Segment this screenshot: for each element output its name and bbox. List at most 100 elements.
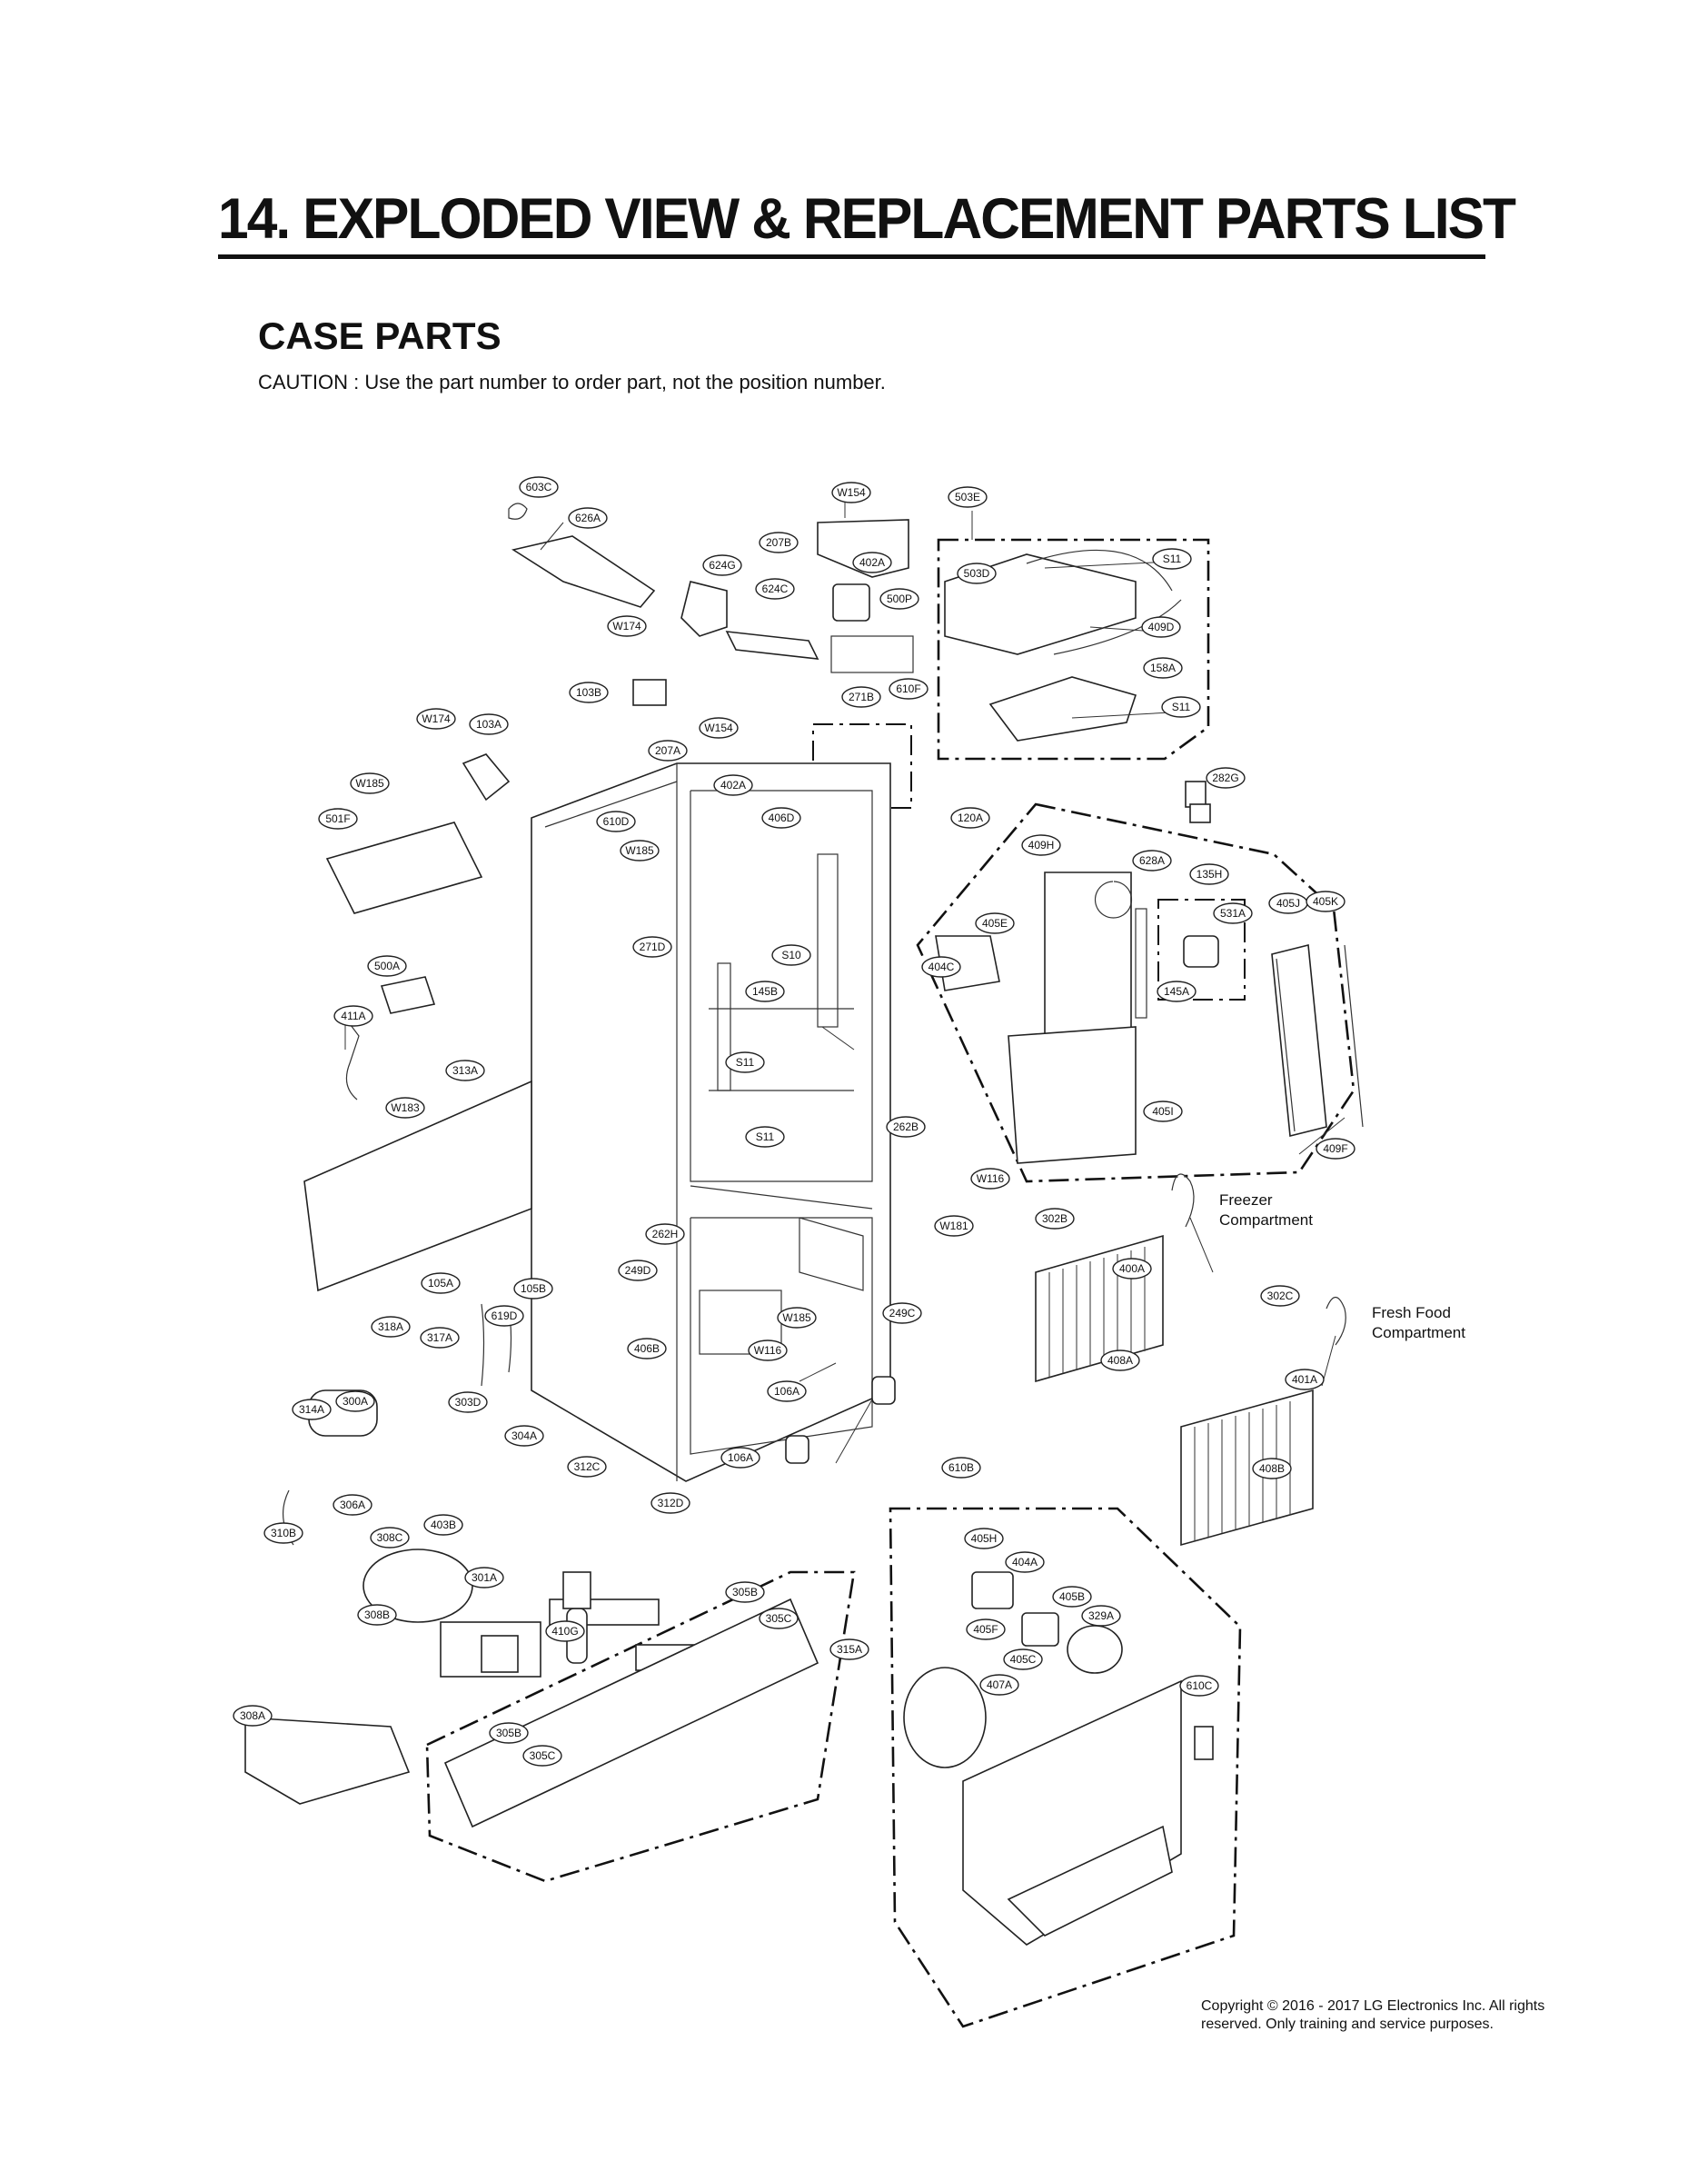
part-callout-500a: 500A: [367, 955, 407, 977]
callout-layer: 603C626AW154207B402A624G624C500PW174103B…: [233, 476, 1355, 1767]
part-callout-label: 315A: [837, 1643, 862, 1656]
part-callout-label: 531A: [1220, 907, 1246, 920]
part-callout-w154: W154: [699, 717, 739, 739]
part-callout-label: W185: [355, 777, 384, 790]
refrigerator-cabinet: [531, 762, 891, 1482]
part-callout-318a: 318A: [371, 1316, 411, 1338]
part-callout-207a: 207A: [648, 740, 688, 762]
part-callout-label: W174: [612, 620, 641, 632]
part-callout-label: W183: [391, 1101, 420, 1114]
part-callout-w181: W181: [934, 1215, 974, 1237]
part-callout-label: 271B: [849, 691, 874, 703]
part-callout-label: 262B: [893, 1120, 919, 1133]
part-callout-406b: 406B: [627, 1338, 667, 1359]
part-callout-s11: S11: [745, 1126, 785, 1148]
part-callout-label: 312D: [658, 1497, 684, 1509]
caution-note: CAUTION : Use the part number to order p…: [258, 371, 886, 393]
part-callout-610f: 610F: [889, 678, 928, 700]
part-callout-label: 271D: [640, 941, 666, 953]
part-callout-label: 308A: [240, 1709, 265, 1722]
part-callout-label: 145B: [752, 985, 778, 998]
part-callout-label: 409H: [1028, 839, 1055, 851]
part-callout-103a: 103A: [469, 713, 509, 735]
part-callout-317a: 317A: [420, 1327, 460, 1349]
part-callout-501f: 501F: [318, 808, 358, 830]
part-callout-label: 158A: [1150, 662, 1176, 674]
part-callout-409d: 409D: [1141, 616, 1181, 638]
part-callout-271b: 271B: [841, 686, 881, 708]
part-callout-label: 500P: [887, 593, 912, 605]
leader-lines: [344, 495, 1346, 1464]
part-callout-label: 411A: [341, 1010, 365, 1022]
part-callout-312c: 312C: [567, 1456, 607, 1478]
part-callout-145b: 145B: [745, 981, 785, 1002]
part-callout-label: 103B: [576, 686, 601, 699]
part-callout-label: 105B: [521, 1282, 546, 1295]
part-callout-s10: S10: [771, 944, 811, 966]
part-callout-304a: 304A: [504, 1425, 544, 1447]
part-callout-402a: 402A: [852, 552, 892, 573]
part-callout-label: W181: [939, 1220, 968, 1232]
part-callout-label: S11: [1163, 553, 1182, 565]
part-callout-label: 400A: [1119, 1262, 1145, 1275]
part-callout-label: 304A: [511, 1429, 537, 1442]
part-callout-label: 302C: [1267, 1290, 1294, 1302]
part-callout-w174: W174: [416, 708, 456, 730]
part-callout-label: 106A: [728, 1451, 753, 1464]
part-callout-label: 329A: [1088, 1609, 1114, 1622]
part-callout-302c: 302C: [1260, 1285, 1300, 1307]
part-callout-label: 135H: [1197, 868, 1223, 881]
part-callout-249c: 249C: [882, 1302, 922, 1324]
part-callout-303d: 303D: [448, 1391, 488, 1413]
part-callout-label: 405H: [971, 1532, 998, 1545]
part-callout-label: 408B: [1259, 1462, 1285, 1475]
part-callout-w116: W116: [748, 1339, 788, 1361]
part-callout-label: 300A: [343, 1395, 368, 1408]
part-callout-619d: 619D: [484, 1305, 524, 1327]
part-callout-610b: 610B: [941, 1457, 981, 1479]
part-callout-406d: 406D: [761, 807, 801, 829]
part-callout-531a: 531A: [1213, 902, 1253, 924]
part-callout-610d: 610D: [596, 811, 636, 832]
part-callout-405i: 405I: [1143, 1100, 1183, 1122]
part-callout-w185: W185: [350, 772, 390, 794]
compartment-labels: Freezer Compartment Fresh Food Compartme…: [1219, 1191, 1465, 1341]
part-callout-label: 624C: [762, 583, 789, 595]
part-callout-label: 407A: [987, 1678, 1012, 1691]
part-callout-w185: W185: [620, 840, 660, 861]
group-boundary-freezer-duct: [916, 802, 1355, 1183]
part-callout-label: 405B: [1059, 1590, 1085, 1603]
title-underline: [218, 254, 1485, 259]
part-callout-624g: 624G: [702, 554, 742, 576]
right-duct-parts: [935, 781, 1364, 1164]
part-callout-408b: 408B: [1252, 1458, 1292, 1479]
part-callout-label: 262H: [652, 1228, 679, 1240]
part-callout-305c: 305C: [759, 1608, 799, 1629]
part-callout-282g: 282G: [1206, 767, 1246, 789]
part-callout-label: S10: [781, 949, 801, 961]
part-callout-262h: 262H: [645, 1223, 685, 1245]
part-callout-label: 409D: [1148, 621, 1175, 633]
part-callout-404a: 404A: [1005, 1551, 1045, 1573]
part-callout-603c: 603C: [519, 476, 559, 498]
part-callout-628a: 628A: [1132, 850, 1172, 871]
part-callout-label: 404C: [928, 961, 955, 973]
part-callout-label: 402A: [720, 779, 746, 792]
freezer-compartment-label-line1: Freezer: [1219, 1191, 1273, 1209]
group-boundary-dispenser-sub: [1157, 899, 1246, 1001]
part-callout-329a: 329A: [1081, 1605, 1121, 1627]
part-callout-label: 406D: [769, 812, 795, 824]
part-callout-label: W154: [837, 486, 866, 499]
part-callout-label: 403B: [431, 1519, 456, 1531]
copyright-line-2: reserved. Only training and service purp…: [1201, 2017, 1494, 2032]
part-callout-626a: 626A: [568, 507, 608, 529]
part-callout-405b: 405B: [1052, 1586, 1092, 1608]
part-callout-label: 308B: [364, 1608, 390, 1621]
part-callout-label: 406B: [634, 1342, 660, 1355]
part-callout-106a: 106A: [767, 1380, 807, 1402]
part-callout-305b: 305B: [725, 1581, 765, 1603]
part-callout-label: 303D: [455, 1396, 482, 1409]
part-callout-410g: 410G: [545, 1620, 585, 1642]
part-callout-s11: S11: [1152, 548, 1192, 570]
